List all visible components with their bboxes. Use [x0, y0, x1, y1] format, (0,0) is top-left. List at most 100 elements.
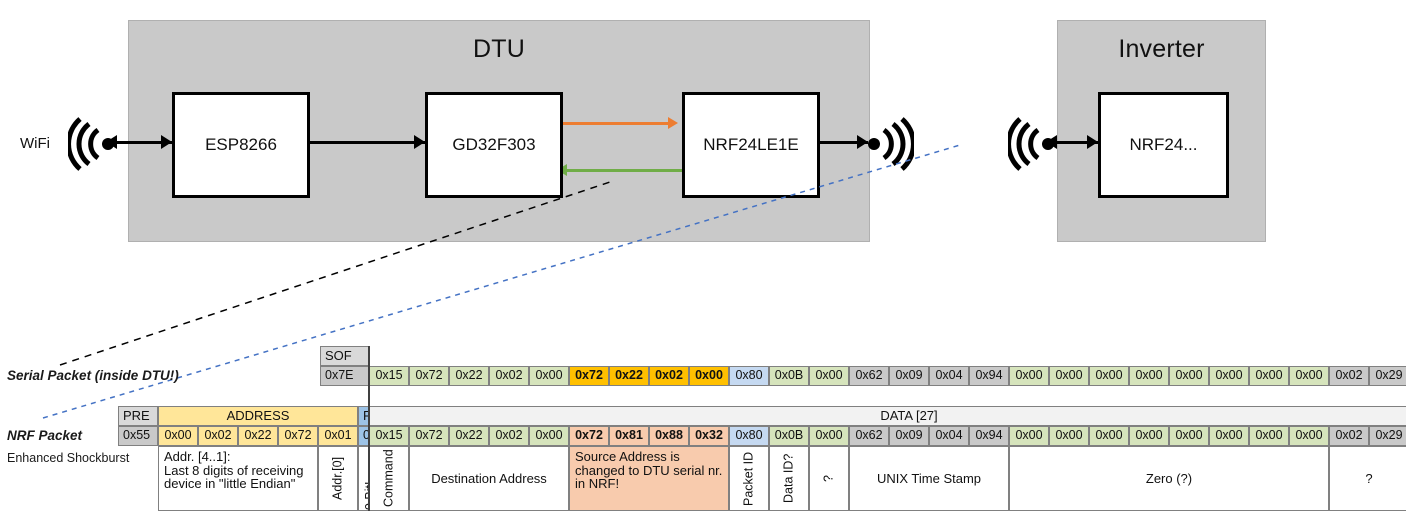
nrf-byte-25: 0x29 [1369, 426, 1406, 446]
nrf-byte-4-text: 0x00 [535, 428, 563, 443]
nrf-byte-14-text: 0x04 [935, 428, 963, 443]
serial-byte-7-text: 0x02 [655, 368, 683, 383]
serial-byte-19-text: 0x00 [1135, 368, 1163, 383]
serial-packet-row-label: Serial Packet (inside DTU!) [7, 368, 179, 383]
nrf-byte-2-text: 0x22 [455, 428, 483, 443]
serial-byte-15-text: 0x94 [975, 368, 1003, 383]
nrf-note-unknown-1-text: ? [821, 475, 836, 482]
serial-byte-0: 0x15 [369, 366, 409, 386]
nrf-byte-8: 0x32 [689, 426, 729, 446]
serial-byte-7: 0x02 [649, 366, 689, 386]
nrf-note-source-text: Source Address is changed to DTU serial … [575, 449, 723, 492]
nrf-byte-20: 0x00 [1169, 426, 1209, 446]
nrf-byte-10-text: 0x0B [774, 428, 804, 443]
serial-byte-20: 0x00 [1169, 366, 1209, 386]
nrf-note-zero-text: Zero (?) [1145, 470, 1193, 486]
serial-byte-21: 0x00 [1209, 366, 1249, 386]
nrf-payload-separator-0 [368, 406, 370, 511]
nrf-byte-18-text: 0x00 [1095, 428, 1123, 443]
wifi-to-esp-arrow-left [106, 135, 117, 149]
nrf-byte-11-text: 0x00 [815, 428, 843, 443]
nrf-address-byte-1-text: 0x02 [204, 428, 232, 443]
nrf-byte-0-text: 0x15 [375, 428, 403, 443]
nrf-address-byte-4-text: 0x01 [324, 428, 352, 443]
nrf-byte-13: 0x09 [889, 426, 929, 446]
nrf-note-unknown-1: ? [809, 446, 849, 511]
nrf-note-command: Command [369, 446, 409, 511]
nrf-packet-row-label: NRF Packet [7, 428, 83, 443]
serial-byte-22: 0x00 [1249, 366, 1289, 386]
inverter-antenna-arrow-left [1046, 135, 1057, 149]
nrf-byte-13-text: 0x09 [895, 428, 923, 443]
nrf-byte-10: 0x0B [769, 426, 809, 446]
nrf-address-byte-4: 0x01 [318, 426, 358, 446]
nrf-byte-24-text: 0x02 [1335, 428, 1363, 443]
serial-byte-3: 0x02 [489, 366, 529, 386]
nrf-byte-6: 0x81 [609, 426, 649, 446]
nrf-byte-22: 0x00 [1249, 426, 1289, 446]
nrf-byte-17: 0x00 [1049, 426, 1089, 446]
nrf-antenna-arrow-right [857, 135, 868, 149]
serial-byte-24: 0x02 [1329, 366, 1369, 386]
nrf-note-packet-id: Packet ID [729, 446, 769, 511]
serial-byte-8: 0x00 [689, 366, 729, 386]
nrf-note-destination-text: Destination Address [431, 470, 547, 486]
serial-byte-21-text: 0x00 [1215, 368, 1243, 383]
nrf-byte-12-text: 0x62 [855, 428, 883, 443]
serial-byte-4-text: 0x00 [535, 368, 563, 383]
serial-byte-9: 0x80 [729, 366, 769, 386]
serial-byte-17: 0x00 [1049, 366, 1089, 386]
nrf-byte-23-text: 0x00 [1295, 428, 1323, 443]
nrf-byte-8-text: 0x32 [695, 428, 723, 443]
serial-byte-17-text: 0x00 [1055, 368, 1083, 383]
serial-byte-6: 0x22 [609, 366, 649, 386]
nrf-byte-7: 0x88 [649, 426, 689, 446]
chip-nrf24: NRF24... [1098, 92, 1229, 198]
nrf-byte-3-text: 0x02 [495, 428, 523, 443]
nrf-byte-16: 0x00 [1009, 426, 1049, 446]
serial-byte-11-text: 0x00 [815, 368, 843, 383]
nrf-byte-2: 0x22 [449, 426, 489, 446]
serial-sof-value: 0x7E [320, 366, 369, 386]
serial-byte-23-text: 0x00 [1295, 368, 1323, 383]
serial-byte-15: 0x94 [969, 366, 1009, 386]
nrf-note-data-id: Data ID? [769, 446, 809, 511]
nrf-byte-1: 0x72 [409, 426, 449, 446]
nrf-byte-23: 0x00 [1289, 426, 1329, 446]
nrf-note-addr0: Addr.[0] [318, 446, 358, 511]
nrf-byte-25-text: 0x29 [1375, 428, 1403, 443]
nrf-address-byte-3: 0x72 [278, 426, 318, 446]
nrf-address-header: ADDRESS [158, 406, 358, 426]
nrf-byte-1-text: 0x72 [415, 428, 443, 443]
serial-byte-13-text: 0x09 [895, 368, 923, 383]
inverter-antenna-arrow-right [1087, 135, 1098, 149]
inverter-antenna-line [1053, 141, 1098, 144]
esp-to-gd32-arrow-right [414, 135, 425, 149]
nrf-byte-9: 0x80 [729, 426, 769, 446]
nrf-address-byte-2: 0x22 [238, 426, 278, 446]
nrf-byte-4: 0x00 [529, 426, 569, 446]
nrf-byte-17-text: 0x00 [1055, 428, 1083, 443]
serial-byte-4: 0x00 [529, 366, 569, 386]
serial-byte-23: 0x00 [1289, 366, 1329, 386]
serial-byte-25: 0x29 [1369, 366, 1406, 386]
nrf-byte-5: 0x72 [569, 426, 609, 446]
nrf-address-byte-1: 0x02 [198, 426, 238, 446]
nrf-pre-header: PRE [118, 406, 158, 426]
nrf-byte-19: 0x00 [1129, 426, 1169, 446]
nrf-address-header-text: ADDRESS [226, 408, 290, 424]
nrf-byte-19-text: 0x00 [1135, 428, 1163, 443]
serial-byte-3-text: 0x02 [495, 368, 523, 383]
serial-byte-24-text: 0x02 [1335, 368, 1363, 383]
nrf-note-destination: Destination Address [409, 446, 569, 511]
gd32-to-nrf-tx-line [557, 122, 670, 125]
nrf-note-source: Source Address is changed to DTU serial … [569, 446, 729, 511]
chip-nrf24-label: NRF24... [1129, 135, 1198, 154]
nrf-byte-20-text: 0x00 [1175, 428, 1203, 443]
gd32-to-nrf-tx-arrow [668, 117, 678, 129]
serial-sof-header-text: SOF [325, 348, 352, 364]
nrf-note-timestamp: UNIX Time Stamp [849, 446, 1009, 511]
serial-byte-16: 0x00 [1009, 366, 1049, 386]
esp-to-gd32-line [304, 141, 425, 144]
